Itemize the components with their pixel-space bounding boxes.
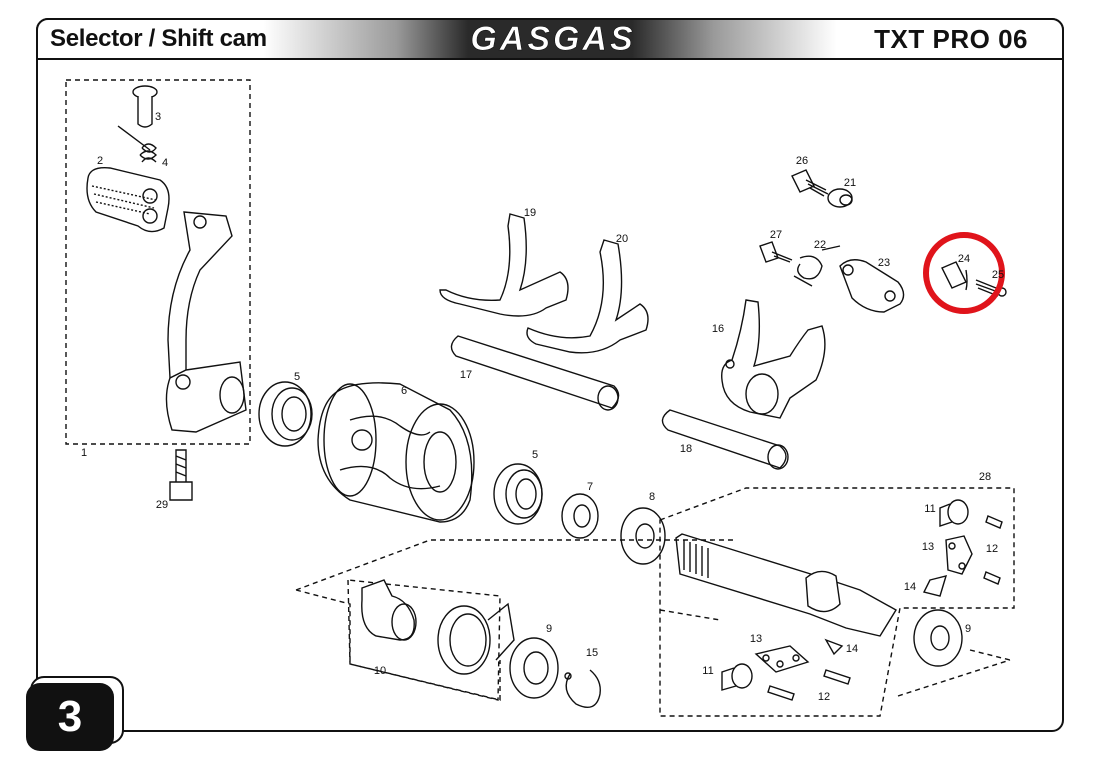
model-title: TXT PRO 06 [874,24,1028,54]
clip-14-bottom [824,638,844,656]
callout-label: 26 [796,155,808,167]
screw-26 [791,169,815,193]
callout-label: 15 [586,647,598,659]
clip-14-top [922,575,948,597]
selector-23 [839,259,905,313]
callout-label: 12 [818,691,830,703]
callout-label: 28 [979,471,991,483]
washer-8 [620,507,666,565]
group-box-shaft [659,487,1015,717]
callout-label: 9 [546,623,552,635]
fork-16 [721,299,826,419]
bolt-29 [169,449,193,501]
shift-shaft [675,533,897,637]
callout-label: 11 [702,665,713,677]
callout-label: 6 [401,385,407,397]
bolt-27 [759,241,779,263]
callout-label: 13 [750,633,762,645]
callout-label: 14 [846,643,858,655]
circlip-15 [565,669,601,708]
page-number-badge: 3 [26,683,114,751]
bearing-right [493,463,543,525]
pedal-spring [117,125,157,163]
pins-12-bottom [767,669,851,701]
washer-9-left [509,637,559,699]
clip-13-bottom [754,645,810,673]
return-spring [437,605,491,675]
spring-22 [793,245,841,287]
callout-label: 5 [532,449,538,461]
clip-13-top [945,535,973,575]
section-title: Selector / Shift cam [50,25,267,52]
callout-label: 4 [162,157,168,169]
callout-label: 18 [680,443,692,455]
group-box-lower [295,539,736,701]
washer-7 [561,493,599,539]
callout-label: 29 [156,499,168,511]
callout-label: 19 [524,207,536,219]
callout-label: 27 [770,229,782,241]
callout-label: 21 [844,177,856,189]
callout-label: 5 [294,371,300,383]
callout-label: 2 [97,155,103,167]
callout-label: 3 [155,111,161,123]
cam-10 [361,579,415,641]
pin-24 [941,261,967,289]
callout-label: 14 [904,581,916,593]
callout-label: 12 [986,543,998,555]
group-box-pedal [65,79,251,445]
callout-label: 16 [712,323,724,335]
callout-label: 10 [374,665,386,677]
washer-9-right [913,609,963,667]
callout-label: 25 [992,269,1004,281]
brand-logo-text: GASGAS [470,20,635,58]
brand-logo: GASGAS [470,20,635,58]
rod-17 [450,335,620,409]
callout-label: 8 [649,491,655,503]
shift-lever [167,211,233,380]
pins-12-top [983,515,1003,585]
callout-label: 9 [965,623,971,635]
callout-label: 24 [958,253,970,265]
highlight-circle [923,232,1005,314]
roller-11-top [947,499,969,525]
footrest [86,167,170,233]
callout-label: 11 [924,503,935,515]
callout-label: 20 [616,233,628,245]
shift-drum [317,382,473,523]
roller-11-bottom [731,663,753,689]
callout-label: 7 [587,481,593,493]
rod-18 [661,409,787,469]
callout-label: 13 [922,541,934,553]
header-bar: Selector / Shift cam GASGAS TXT PRO 06 [36,18,1064,60]
fork-19 [439,213,569,317]
callout-label: 23 [878,257,890,269]
callout-label: 22 [814,239,826,251]
fork-20 [526,239,649,354]
callout-label: 1 [81,447,87,459]
callout-label: 17 [460,369,472,381]
